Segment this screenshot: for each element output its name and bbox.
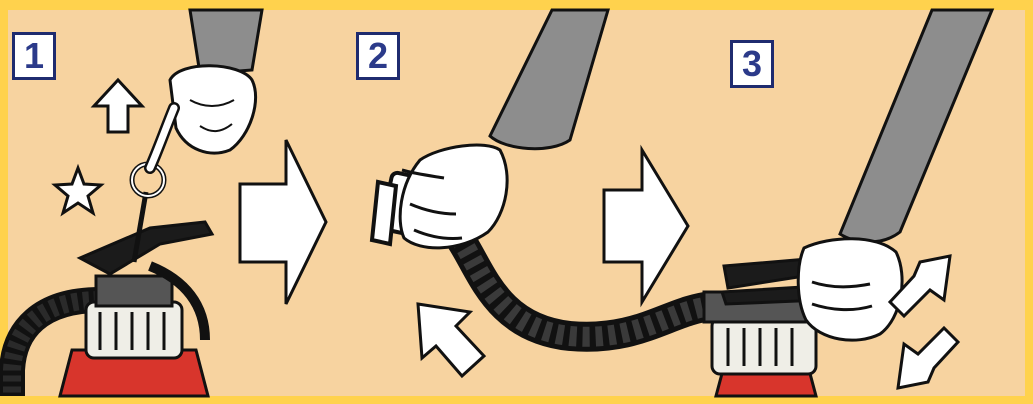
step-number-3: 3 <box>742 46 762 82</box>
step-badge-2: 2 <box>356 32 400 80</box>
sleeve-1 <box>190 10 262 74</box>
step-badge-3: 3 <box>730 40 774 88</box>
gloved-hand-3 <box>798 239 902 340</box>
step-badge-1: 1 <box>12 32 56 80</box>
step-number-2: 2 <box>368 38 388 74</box>
valve-head <box>96 276 172 306</box>
step-number-1: 1 <box>24 38 44 74</box>
